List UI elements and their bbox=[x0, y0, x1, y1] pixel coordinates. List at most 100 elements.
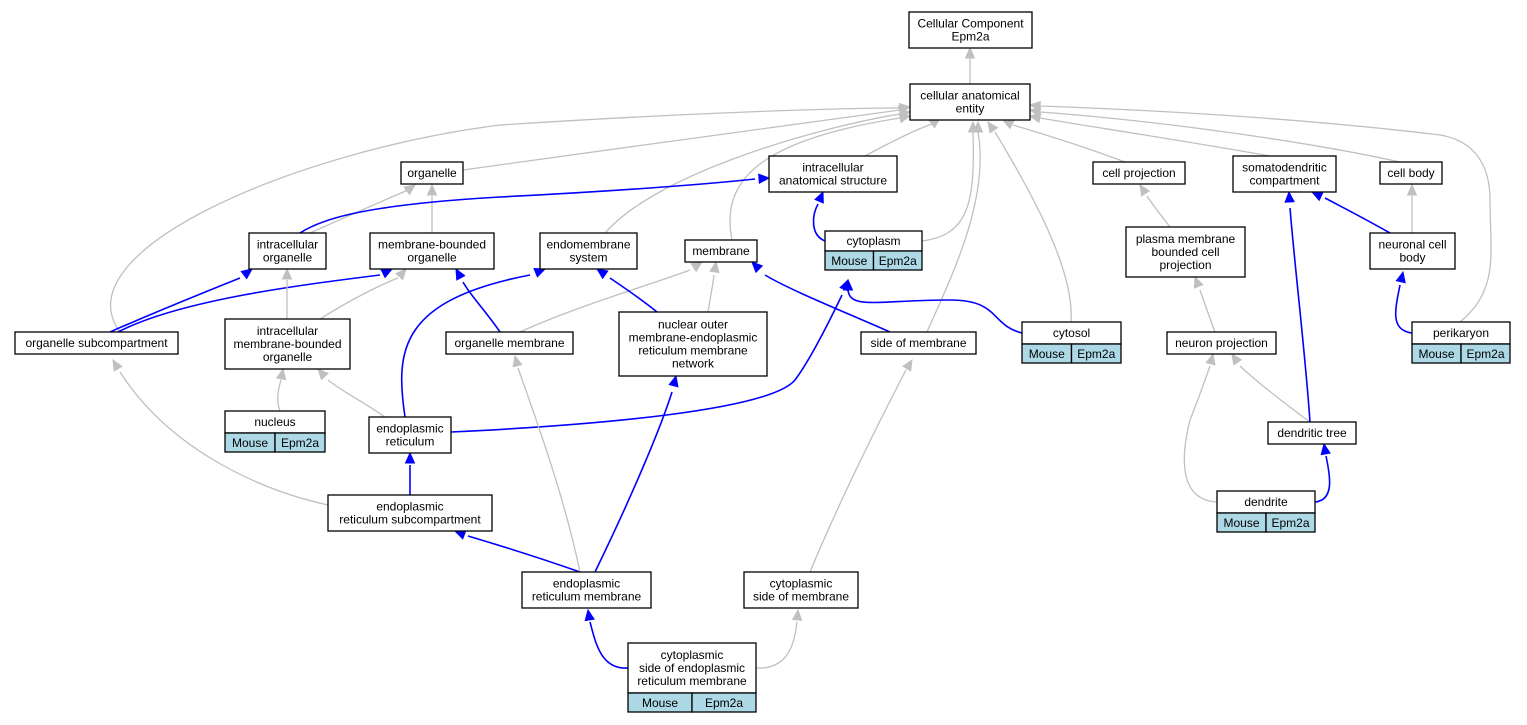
edge-line bbox=[1039, 111, 1401, 163]
node-dendritic-tree[interactable]: dendritic tree bbox=[1267, 421, 1357, 445]
edge-is-a-dendritic-tree-to-neuron-projection bbox=[1231, 352, 1311, 423]
node-label-line: Cellular Component bbox=[917, 17, 1024, 31]
node-neuron-projection[interactable]: neuron projection bbox=[1166, 331, 1277, 355]
edge-is-a-cell-projection-to-cellular-anatomical-entity bbox=[1001, 119, 1126, 163]
node-cell-body[interactable]: cell body bbox=[1379, 161, 1443, 185]
edge-part-of-er-membrane-to-er-subcompartment bbox=[453, 529, 581, 573]
node-label-line: entity bbox=[956, 102, 985, 116]
edge-line bbox=[1324, 197, 1391, 234]
edge-part-of-er-subcompartment-to-endoplasmic-reticulum bbox=[404, 451, 416, 495]
edge-line bbox=[1289, 207, 1311, 423]
node-label-line: cell projection bbox=[1102, 166, 1175, 180]
edge-arrowhead bbox=[1231, 352, 1243, 366]
edge-is-a-membrane-bounded-organelle-to-organelle bbox=[426, 183, 438, 233]
edge-line bbox=[729, 117, 901, 241]
edge-arrowhead bbox=[972, 120, 984, 133]
node-label-line: side of endoplasmic bbox=[639, 661, 745, 675]
node-organelle-subcompartment[interactable]: organelle subcompartment bbox=[14, 331, 179, 355]
edge-part-of-cytoplasm-to-intracellular-anatomical-structure bbox=[812, 190, 826, 242]
edge-arrowhead bbox=[898, 112, 912, 124]
node-box bbox=[909, 83, 1031, 121]
edge-is-a-cytoplasmic-side-of-membrane-to-side-of-membrane bbox=[809, 358, 913, 573]
node-label-line: compartment bbox=[1249, 174, 1320, 188]
node-nuclear-outer-membrane-er-network[interactable]: nuclear outermembrane-endoplasmicreticul… bbox=[618, 311, 768, 377]
node-label-line: perikaryon bbox=[1433, 326, 1489, 340]
edge-arrowhead bbox=[240, 268, 253, 280]
edge-is-a-endoplasmic-reticulum-to-intracellular-membrane-bounded-organelle bbox=[317, 368, 386, 418]
edge-is-a-cytoplasm-to-cellular-anatomical-entity bbox=[921, 120, 979, 242]
edge-is-a-intracellular-anatomical-structure-to-cellular-anatomical-entity bbox=[864, 117, 941, 157]
edge-arrowhead bbox=[512, 354, 523, 368]
edge-is-a-neuronal-cell-body-to-cell-body bbox=[1406, 183, 1418, 233]
node-label-line: reticulum membrane bbox=[637, 674, 747, 688]
node-organelle[interactable]: organelle bbox=[400, 161, 464, 185]
node-organelle-membrane[interactable]: organelle membrane bbox=[445, 331, 574, 355]
edge-line bbox=[1039, 117, 1271, 157]
edge-part-of-endoplasmic-reticulum-to-endomembrane-system bbox=[400, 268, 547, 418]
edge-is-a-organelle-subcompartment-to-cellular-anatomical-entity bbox=[110, 102, 912, 333]
edge-part-of-neuronal-cell-body-to-somatodendritic-compartment bbox=[1310, 191, 1391, 234]
node-label-line: organelle bbox=[407, 166, 457, 180]
edge-line bbox=[604, 113, 901, 234]
edge-is-a-organelle-membrane-to-membrane bbox=[519, 261, 704, 333]
edge-arrowhead bbox=[814, 190, 824, 204]
node-membrane[interactable]: membrane bbox=[684, 239, 758, 263]
node-label-line: organelle bbox=[407, 251, 457, 265]
edge-is-a-intracellular-membrane-bounded-organelle-to-membrane-bounded-organelle bbox=[319, 268, 407, 320]
node-label-line: bounded cell bbox=[1151, 245, 1219, 259]
edge-part-of-er-membrane-to-nuclear-outer-membrane-er-network bbox=[594, 374, 679, 573]
node-label-line: side of membrane bbox=[870, 336, 966, 350]
node-box bbox=[400, 161, 464, 185]
annotation-gene: Epm2a bbox=[1466, 347, 1504, 361]
node-box bbox=[618, 311, 768, 377]
edge-arrowhead bbox=[281, 267, 293, 280]
edge-arrowhead bbox=[791, 608, 803, 621]
node-box bbox=[743, 571, 859, 609]
edge-arrowhead bbox=[709, 260, 720, 274]
annotation-species: Mouse bbox=[1029, 347, 1065, 361]
node-side-of-membrane[interactable]: side of membrane bbox=[860, 331, 977, 355]
edge-arrowhead bbox=[987, 121, 999, 134]
node-cell-projection[interactable]: cell projection bbox=[1092, 161, 1186, 185]
edge-arrowhead bbox=[112, 358, 123, 372]
edge-is-a-plasma-membrane-bounded-cell-projection-to-cell-projection bbox=[1139, 183, 1171, 228]
annotation-gene: Epm2a bbox=[705, 696, 743, 710]
annotation-species: Mouse bbox=[1223, 516, 1259, 530]
edge-part-of-dendrite-to-dendritic-tree bbox=[1314, 442, 1331, 503]
edge-arrowhead bbox=[690, 261, 704, 273]
edge-line bbox=[1039, 105, 1492, 323]
edge-arrowhead bbox=[1001, 119, 1015, 130]
edge-part-of-organelle-membrane-to-membrane-bounded-organelle bbox=[455, 267, 501, 333]
edge-is-a-er-subcompartment-to-organelle-subcompartment bbox=[112, 358, 329, 506]
node-label-line: side of membrane bbox=[753, 590, 849, 604]
node-box bbox=[1125, 226, 1246, 278]
node-box bbox=[1092, 161, 1186, 185]
edge-part-of-intracellular-organelle-to-intracellular-anatomical-structure bbox=[299, 173, 771, 234]
node-box bbox=[539, 232, 638, 270]
node-label-line: nuclear outer bbox=[658, 318, 728, 332]
edge-arrowhead bbox=[595, 268, 609, 280]
node-label-line: endoplasmic bbox=[376, 500, 443, 514]
node-label-line: endoplasmic bbox=[376, 422, 443, 436]
